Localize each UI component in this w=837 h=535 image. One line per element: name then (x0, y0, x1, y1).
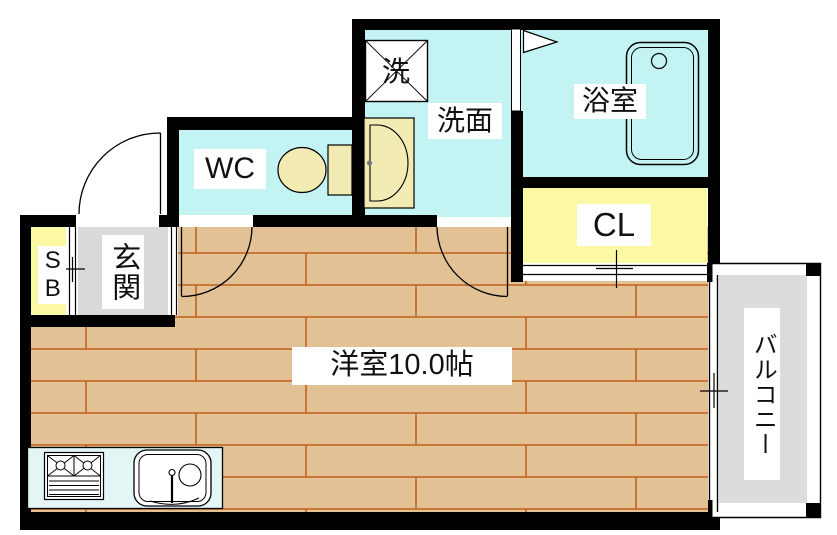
toilet-icon (277, 144, 353, 196)
closet-slide-lines (523, 264, 707, 276)
closet-slide-cross (596, 250, 633, 288)
bath-door-triangle-icon (522, 29, 559, 54)
sink-icon (133, 449, 212, 507)
washer-label: 洗 (381, 55, 410, 87)
closet-slide-band (523, 263, 707, 281)
main-room-label: 洋室10.0帖 (292, 347, 512, 385)
entrance-door (78, 132, 162, 215)
bathroom-label: 浴室 (574, 84, 646, 119)
washroom-door (436, 226, 509, 298)
swing-doors (78, 132, 509, 298)
washroom-label: 洗面 (428, 103, 502, 139)
wc-label: WC (194, 149, 266, 189)
slide-door-symbols (60, 227, 707, 315)
kitchen-counter (26, 446, 224, 510)
entrance-step-lines (170, 227, 178, 315)
wc-door (180, 226, 253, 298)
stove-icon (43, 451, 105, 501)
balcony-label: バルコニー (744, 308, 780, 480)
vanity-basin-icon (363, 117, 415, 209)
fixtures (26, 39, 700, 510)
balcony-window-cross (700, 373, 728, 408)
entrance-label: 玄関 (102, 235, 144, 309)
closet-label: CL (577, 204, 651, 246)
bath-partition-door (511, 28, 521, 112)
shoebox-label: SB (38, 246, 67, 304)
balcony-post-top (806, 263, 820, 276)
washing-machine-icon (364, 39, 429, 103)
balcony-window-lines (708, 275, 719, 512)
shoebox-slide-lines (68, 227, 77, 315)
entrance-step (168, 227, 178, 315)
balcony-post-bottom (806, 503, 820, 517)
